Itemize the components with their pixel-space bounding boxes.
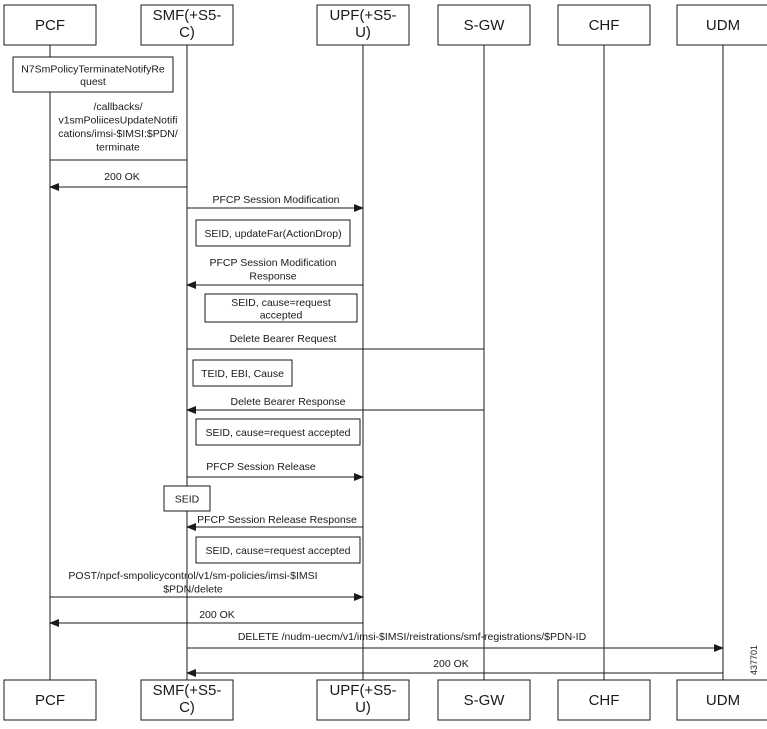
- actor-box-smf-bottom: [140, 679, 234, 721]
- actor-label-pcf-bottom: PCF: [35, 692, 65, 709]
- message-label-5-line: Delete Bearer Request: [230, 333, 337, 345]
- actor-label-smf-bottom-line: SMF(+S5-: [153, 682, 222, 699]
- actor-label-chf-bottom: CHF: [589, 692, 620, 709]
- message-label-1-line: v1smPoliicesUpdateNotifi: [58, 115, 177, 127]
- note-text-7-line: SEID, cause=request accepted: [205, 545, 350, 557]
- message-label-11: DELETE /nudm-uecm/v1/imsi-$IMSI/reistrat…: [238, 631, 587, 643]
- actor-label-upf-top-line: UPF(+S5-: [329, 7, 396, 24]
- actor-label-pcf-top-line: PCF: [35, 17, 65, 34]
- message-label-3-line: PFCP Session Modification: [212, 194, 339, 206]
- actor-label-smf-top-line: C): [179, 24, 195, 41]
- note-box-6: [163, 485, 211, 512]
- note-text-6: SEID: [175, 494, 200, 506]
- message-label-8-line: PFCP Session Release Response: [197, 514, 357, 526]
- actor-label-chf-bottom-line: CHF: [589, 692, 620, 709]
- note-text-6-line: SEID: [175, 494, 200, 506]
- actor-label-chf-top-line: CHF: [589, 17, 620, 34]
- actor-box-upf-top: [316, 4, 410, 46]
- actor-box-smf-top: [140, 4, 234, 46]
- message-label-3: PFCP Session Modification: [212, 194, 339, 206]
- actor-box-sgw-top: [437, 4, 531, 46]
- actor-label-pcf-bottom-line: PCF: [35, 692, 65, 709]
- actor-label-smf-bottom-line: C): [179, 699, 195, 716]
- note-box-1: [12, 56, 174, 93]
- note-text-5: SEID, cause=request accepted: [205, 427, 350, 439]
- message-label-5: Delete Bearer Request: [230, 333, 337, 345]
- actor-label-sgw-top-line: S-GW: [464, 17, 506, 34]
- actor-label-sgw-bottom-line: S-GW: [464, 692, 506, 709]
- actor-label-upf-top-line: U): [355, 24, 371, 41]
- actor-label-upf-top: UPF(+S5-U): [329, 7, 396, 41]
- actor-label-chf-top: CHF: [589, 17, 620, 34]
- message-label-9-line: $PDN/delete: [163, 584, 223, 596]
- actor-label-smf-bottom: SMF(+S5-C): [153, 682, 222, 716]
- actor-label-upf-bottom: UPF(+S5-U): [329, 682, 396, 716]
- actor-box-pcf-top: [3, 4, 97, 46]
- note-text-5-line: SEID, cause=request accepted: [205, 427, 350, 439]
- actor-box-sgw-bottom: [437, 679, 531, 721]
- actor-box-chf-top: [557, 4, 651, 46]
- note-box-3: [204, 293, 358, 323]
- note-text-3-line: SEID, cause=request: [231, 297, 331, 309]
- message-label-10-line: 200 OK: [199, 609, 235, 621]
- message-label-7-line: PFCP Session Release: [206, 461, 316, 473]
- message-label-1-line: /callbacks/: [93, 101, 142, 113]
- figure-id: 437701: [749, 645, 759, 675]
- message-label-2: 200 OK: [104, 171, 140, 183]
- actor-label-udm-top: UDM: [706, 17, 740, 34]
- actor-box-upf-bottom: [316, 679, 410, 721]
- note-text-1-line: quest: [80, 76, 106, 88]
- note-text-2-line: SEID, updateFar(ActionDrop): [204, 228, 341, 240]
- message-label-9-line: POST/npcf-smpolicycontrol/v1/sm-policies…: [68, 570, 317, 582]
- actor-box-chf-bottom: [557, 679, 651, 721]
- note-box-2: [195, 219, 351, 247]
- note-text-1-line: N7SmPolicyTerminateNotifyRe: [21, 63, 165, 75]
- note-text-3-line: accepted: [260, 309, 303, 321]
- message-label-4-line: PFCP Session Modification: [209, 257, 336, 269]
- note-box-7: [195, 536, 361, 564]
- actor-label-smf-top-line: SMF(+S5-: [153, 7, 222, 24]
- actor-label-upf-bottom-line: U): [355, 699, 371, 716]
- actor-label-sgw-top: S-GW: [464, 17, 506, 34]
- message-label-11-line: DELETE /nudm-uecm/v1/imsi-$IMSI/reistrat…: [238, 631, 587, 643]
- message-label-12: 200 OK: [433, 658, 469, 670]
- actor-box-pcf-bottom: [3, 679, 97, 721]
- message-label-6: Delete Bearer Response: [231, 396, 346, 408]
- message-label-1-line: terminate: [96, 142, 140, 154]
- message-label-8: PFCP Session Release Response: [197, 514, 357, 526]
- message-label-12-line: 200 OK: [433, 658, 469, 670]
- message-label-2-line: 200 OK: [104, 171, 140, 183]
- actor-label-sgw-bottom: S-GW: [464, 692, 506, 709]
- note-box-4: [192, 359, 293, 387]
- note-text-4: TEID, EBI, Cause: [201, 368, 284, 380]
- message-label-9: POST/npcf-smpolicycontrol/v1/sm-policies…: [68, 570, 317, 596]
- actor-label-udm-bottom: UDM: [706, 692, 740, 709]
- actor-label-smf-top: SMF(+S5-C): [153, 7, 222, 41]
- note-text-4-line: TEID, EBI, Cause: [201, 368, 284, 380]
- message-label-6-line: Delete Bearer Response: [231, 396, 346, 408]
- actor-label-udm-bottom-line: UDM: [706, 692, 740, 709]
- note-text-7: SEID, cause=request accepted: [205, 545, 350, 557]
- actor-label-pcf-top: PCF: [35, 17, 65, 34]
- note-box-5: [195, 418, 361, 446]
- note-text-2: SEID, updateFar(ActionDrop): [204, 228, 341, 240]
- message-label-1-line: cations/imsi-$IMSI:$PDN/: [58, 128, 178, 140]
- actor-box-udm-top: [676, 4, 767, 46]
- actor-label-upf-bottom-line: UPF(+S5-: [329, 682, 396, 699]
- message-label-10: 200 OK: [199, 609, 235, 621]
- actor-box-udm-bottom: [676, 679, 767, 721]
- message-label-4-line: Response: [249, 271, 296, 283]
- actor-label-udm-top-line: UDM: [706, 17, 740, 34]
- message-label-7: PFCP Session Release: [206, 461, 316, 473]
